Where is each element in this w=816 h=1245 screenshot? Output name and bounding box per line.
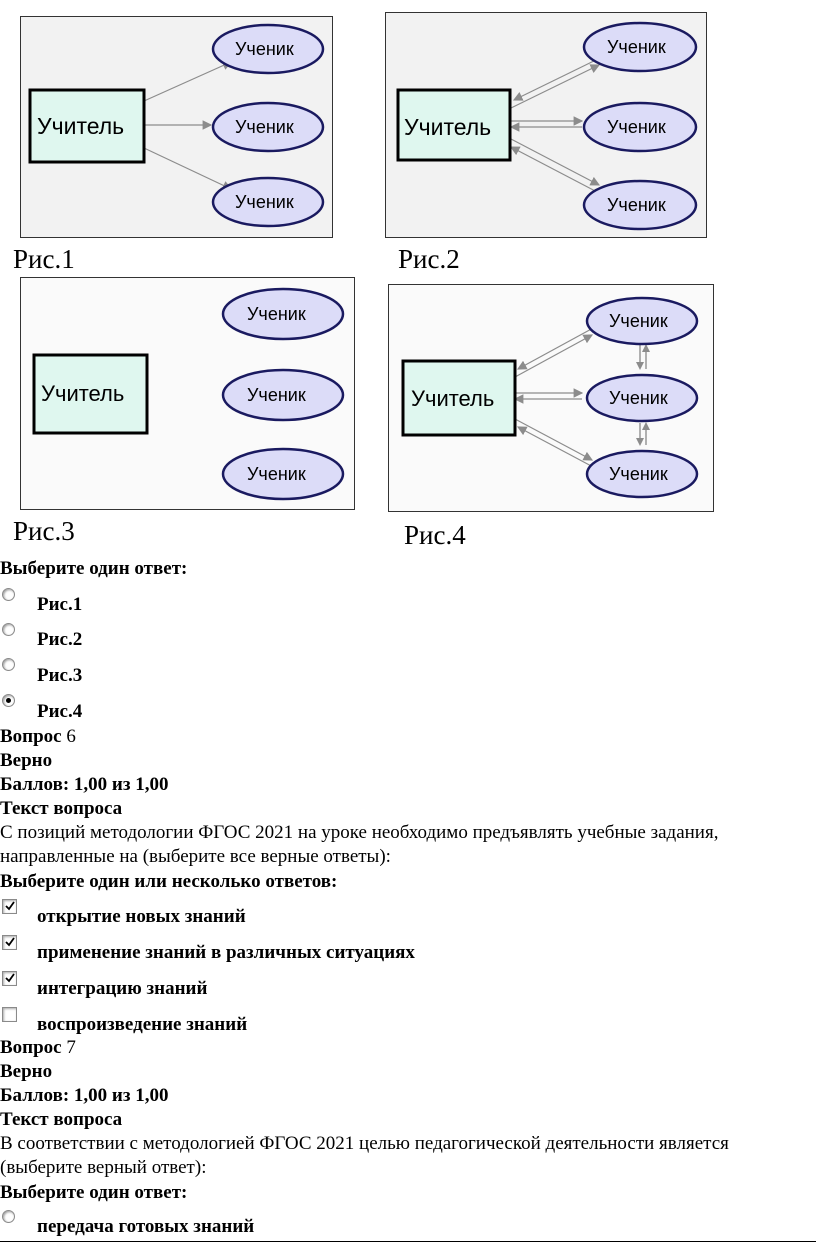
radio-button-selected[interactable] (2, 694, 15, 707)
teacher-label: Учитель (411, 386, 495, 411)
divider (0, 1241, 816, 1242)
q7-text-heading: Текст вопроса (0, 1109, 123, 1130)
q6-text-line-1: С позиций методологии ФГОС 2021 на уроке… (0, 822, 719, 843)
student-label: Ученик (235, 39, 294, 59)
student-label: Ученик (609, 311, 668, 331)
teacher-label: Учитель (41, 381, 125, 406)
q6-status: Верно (0, 750, 53, 771)
student-label: Ученик (247, 304, 306, 324)
q7-score: Баллов: 1,00 из 1,00 (0, 1085, 169, 1106)
option-label: передача готовых знаний (37, 1216, 255, 1237)
question-number: 7 (66, 1037, 76, 1058)
q5-choose-prompt: Выберите один ответ: (0, 558, 188, 579)
teacher-label: Учитель (404, 114, 492, 140)
option-label: Рис.2 (37, 629, 83, 650)
radio-button[interactable] (2, 623, 15, 636)
figure-1-caption: Рис.1 (13, 244, 75, 274)
q6-choose-prompt: Выберите один или несколько ответов: (0, 871, 338, 892)
figure-2-diagram (396, 21, 698, 231)
q7-header: Вопрос 7 (0, 1037, 76, 1059)
radio-button[interactable] (2, 658, 15, 671)
option-label: Рис.4 (37, 701, 83, 722)
teacher-label: Учитель (37, 113, 125, 139)
q7-status: Верно (0, 1061, 53, 1082)
figure-4-caption: Рис.4 (404, 520, 466, 550)
option-label: Рис.3 (37, 665, 83, 686)
q6-header: Вопрос 6 (0, 726, 76, 748)
question-word: Вопрос (0, 1037, 62, 1058)
option-label: Рис.1 (37, 594, 83, 615)
figure-3-caption: Рис.3 (13, 516, 75, 546)
q7-text-line-1: В соответствии с методологией ФГОС 2021 … (0, 1133, 729, 1154)
question-word: Вопрос (0, 726, 62, 747)
student-label: Ученик (247, 385, 306, 405)
figure-3-diagram (32, 287, 345, 501)
checkbox-checked[interactable] (2, 935, 17, 950)
q7-text-line-2: (выберите верный ответ): (0, 1157, 207, 1178)
figure-1: Учитель Ученик Ученик Ученик (20, 16, 333, 238)
student-label: Ученик (607, 195, 666, 215)
checkbox-checked[interactable] (2, 971, 17, 986)
q7-choose-prompt: Выберите один ответ: (0, 1182, 188, 1203)
figure-4-diagram (401, 296, 699, 499)
q6-text-heading: Текст вопроса (0, 798, 123, 819)
figure-2: Учитель Ученик Ученик Ученик (385, 12, 707, 238)
option-label: интеграцию знаний (37, 978, 208, 999)
option-label: воспроизведение знаний (37, 1014, 248, 1035)
checkmark-icon (5, 937, 15, 947)
checkmark-icon (5, 973, 15, 983)
figure-4: Учитель Ученик Ученик Ученик (388, 284, 714, 512)
radio-button[interactable] (2, 1210, 15, 1223)
student-label: Ученик (235, 192, 294, 212)
checkbox-checked[interactable] (2, 899, 17, 914)
checkmark-icon (5, 901, 15, 911)
figure-2-caption: Рис.2 (398, 244, 460, 274)
option-label: открытие новых знаний (37, 906, 246, 927)
student-label: Ученик (247, 464, 306, 484)
q6-text-line-2: направленные на (выберите все верные отв… (0, 846, 391, 867)
student-label: Ученик (609, 464, 668, 484)
checkbox-unchecked[interactable] (2, 1007, 17, 1022)
student-label: Ученик (607, 37, 666, 57)
radio-button[interactable] (2, 588, 15, 601)
option-label: применение знаний в различных ситуациях (37, 942, 415, 963)
student-label: Ученик (609, 388, 668, 408)
figure-3: Учитель Ученик Ученик Ученик (20, 277, 355, 510)
student-label: Ученик (607, 117, 666, 137)
student-label: Ученик (235, 117, 294, 137)
figure-1-diagram (28, 23, 325, 228)
q6-score: Баллов: 1,00 из 1,00 (0, 774, 169, 795)
question-number: 6 (66, 726, 76, 747)
